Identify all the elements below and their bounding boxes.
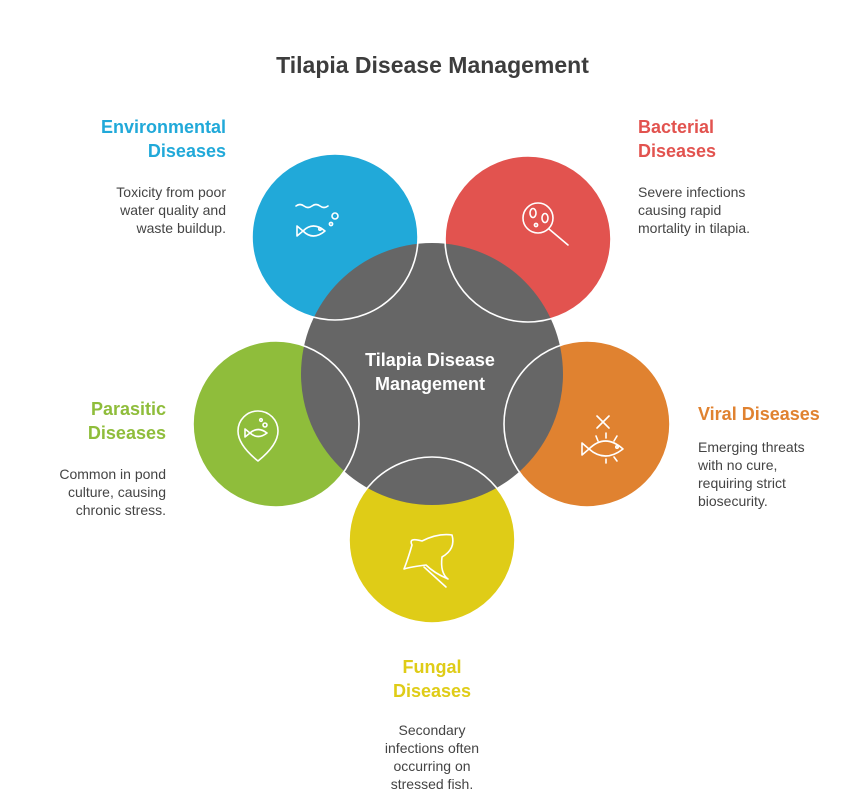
parasitic-desc-line: culture, causing (67, 484, 166, 500)
fish-location-pin-icon (237, 410, 279, 462)
fungal-desc-line: Secondary (398, 722, 466, 738)
fungal-desc-line: infections often (384, 740, 480, 756)
viral-desc-line: Emerging threats (698, 439, 805, 455)
viral-heading-line1: Viral Diseases (698, 404, 820, 424)
center-label: Tilapia Disease Management (330, 348, 530, 396)
parasitic-heading-line2: Diseases (87, 423, 166, 443)
overlap-outlines (192, 153, 671, 624)
center-label-line2: Management (374, 374, 486, 394)
bacterial-heading-line2: Diseases (638, 141, 717, 161)
magnifier-bacteria-icon (522, 202, 569, 246)
parasitic-heading-line1: Parasitic (90, 399, 166, 419)
fungal-heading-line1: Fungal (402, 657, 462, 677)
bacterial-desc-line: mortality in tilapia. (638, 220, 751, 236)
fungal-description: Secondary infections often occurring on … (332, 721, 532, 793)
infected-fish-icon (581, 415, 624, 464)
environmental-description: Toxicity from poor water quality and was… (60, 183, 226, 237)
center-label-line1: Tilapia Disease (365, 350, 495, 370)
center-circle (301, 243, 563, 505)
environmental-desc-line: water quality and (120, 202, 226, 218)
fungal-heading-line2: Diseases (392, 681, 472, 701)
parasitic-desc-line: chronic stress. (75, 502, 166, 518)
bacterial-heading-line1: Bacterial (638, 117, 715, 137)
parasitic-description: Common in pond culture, causing chronic … (10, 465, 166, 519)
parasitic-heading: Parasitic Diseases (10, 397, 166, 445)
bacterial-desc-line: causing rapid (638, 202, 722, 218)
fungal-desc-line: occurring on (393, 758, 471, 774)
page-title: Tilapia Disease Management (276, 52, 589, 78)
environmental-heading-line2: Diseases (147, 141, 226, 161)
environmental-heading-line1: Environmental (100, 117, 226, 137)
viral-heading: Viral Diseases (698, 402, 858, 426)
bacterial-description: Severe infections causing rapid mortalit… (638, 183, 838, 237)
bacterial-heading: Bacterial Diseases (638, 115, 838, 163)
parasitic-desc-line: Common in pond (59, 466, 166, 482)
stingray-icon (403, 533, 454, 588)
viral-desc-line: requiring strict (698, 475, 786, 491)
viral-desc-line: with no cure, (698, 457, 778, 473)
viral-desc-line: biosecurity. (698, 493, 768, 509)
fish-in-water-icon (295, 203, 339, 237)
fungal-circle (349, 457, 515, 623)
environmental-desc-line: waste buildup. (136, 220, 226, 236)
viral-description: Emerging threats with no cure, requiring… (698, 438, 858, 510)
fungal-desc-line: stressed fish. (390, 776, 474, 792)
environmental-heading: Environmental Diseases (60, 115, 226, 163)
environmental-desc-line: Toxicity from poor (116, 184, 226, 200)
fungal-heading: Fungal Diseases (332, 655, 532, 703)
bacterial-desc-line: Severe infections (638, 184, 746, 200)
